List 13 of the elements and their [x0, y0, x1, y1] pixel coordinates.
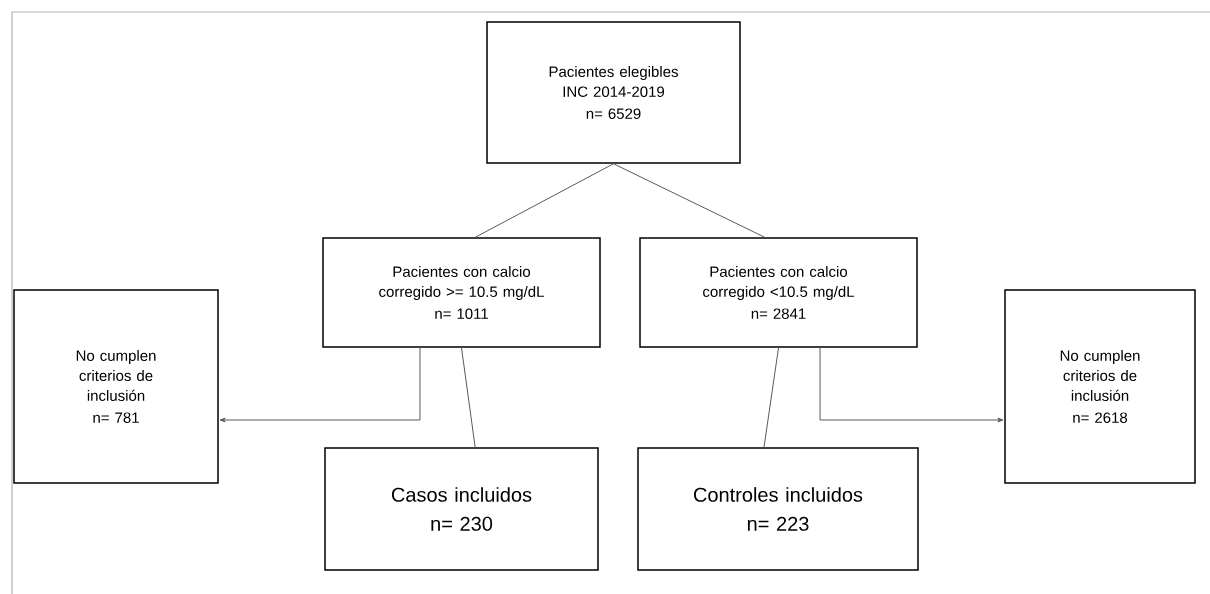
flow-box: Casos incluidos n= 230 [324, 447, 599, 571]
flow-box: Pacientes con calcio corregido >= 10.5 mg/dL n= 1011 [322, 237, 601, 348]
flow-box: No cumplen criterios de inclusión n= 781 [13, 289, 219, 484]
connector [219, 347, 421, 423]
flow-box: Controles incluidos n= 223 [637, 447, 919, 571]
connector [613, 163, 766, 238]
connector [474, 163, 614, 238]
flow-box: Pacientes elegibles INC 2014-2019 n= 6529 [486, 21, 741, 164]
flow-box: No cumplen criterios de inclusión n= 2618 [1004, 289, 1196, 484]
connector [461, 347, 476, 448]
connector [819, 347, 1004, 423]
connector [763, 347, 779, 448]
flow-box: Pacientes con calcio corregido <10.5 mg/dL n= 2841 [639, 237, 918, 348]
